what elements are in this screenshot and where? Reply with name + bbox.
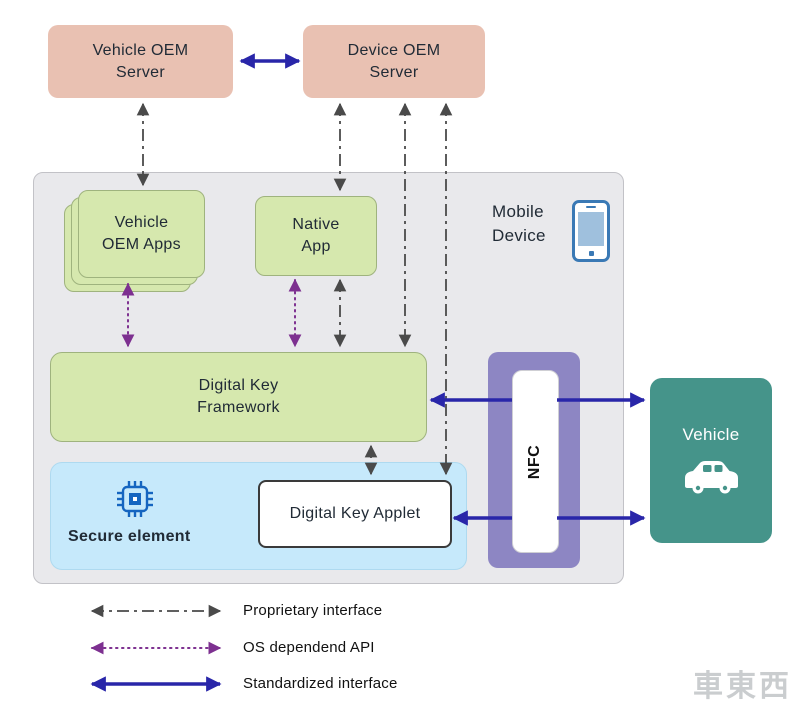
vehicle-oem-apps-label: Vehicle OEM Apps xyxy=(102,214,181,253)
device-oem-server-node: Device OEM Server xyxy=(303,25,485,98)
watermark: 車東西 xyxy=(693,670,792,703)
phone-speaker xyxy=(586,206,596,208)
mobile-device-header: Mobile Device xyxy=(492,200,610,262)
vehicle-label: Vehicle xyxy=(682,425,740,445)
vehicle-oem-apps-node: Vehicle OEM Apps xyxy=(64,190,206,293)
nfc-pill: NFC xyxy=(512,370,559,553)
digital-key-framework-label: Digital Key Framework xyxy=(197,377,280,416)
nfc-label: NFC xyxy=(526,444,544,479)
phone-home-button xyxy=(588,251,594,256)
digital-key-applet-label: Digital Key Applet xyxy=(289,505,421,523)
legend-proprietary-label: Proprietary interface xyxy=(243,602,383,619)
vehicle-oem-server-node: Vehicle OEM Server xyxy=(48,25,233,98)
smartphone-icon xyxy=(572,200,610,262)
stack-sheet-front: Vehicle OEM Apps xyxy=(78,190,205,278)
legend-standardized-label: Standardized interface xyxy=(243,675,398,692)
mobile-device-label: Mobile Device xyxy=(492,202,546,245)
secure-element-chip-icon xyxy=(117,481,153,517)
legend-os-api-label: OS dependend API xyxy=(243,639,375,656)
vehicle-oem-server-label: Vehicle OEM Server xyxy=(92,41,189,81)
native-app-node: Native App xyxy=(255,196,377,276)
car-icon xyxy=(685,460,738,494)
secure-element-label: Secure element xyxy=(68,528,191,545)
vehicle-node: Vehicle xyxy=(650,378,772,543)
digital-key-framework-node: Digital Key Framework xyxy=(50,352,427,442)
digital-key-applet-node: Digital Key Applet xyxy=(258,480,452,548)
device-oem-server-label: Device OEM Server xyxy=(347,41,441,81)
native-app-label: Native App xyxy=(292,216,340,255)
phone-screen xyxy=(578,212,604,246)
